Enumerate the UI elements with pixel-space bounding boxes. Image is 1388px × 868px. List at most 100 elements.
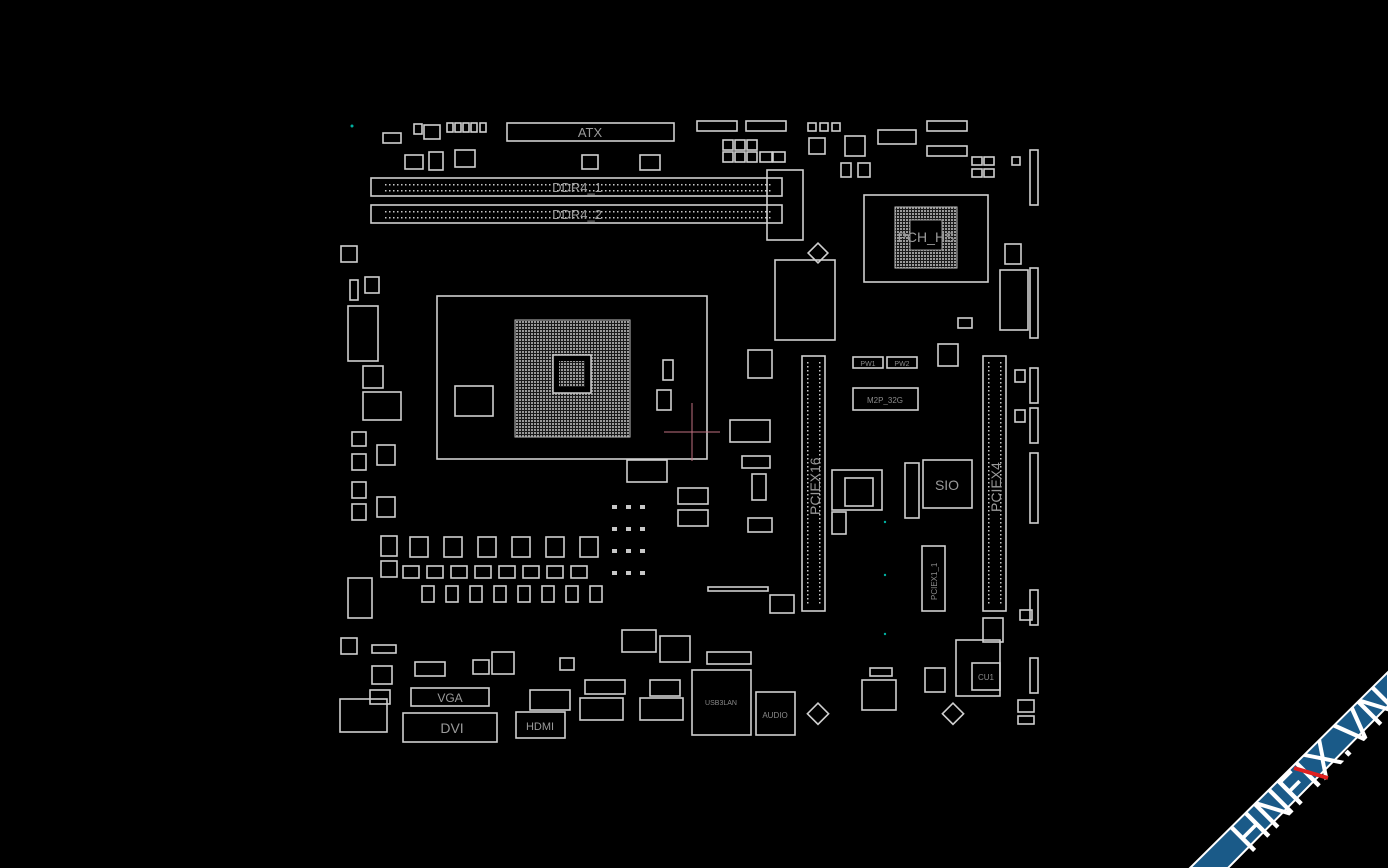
usb-connector-2[interactable] xyxy=(639,697,684,721)
component xyxy=(988,586,990,588)
usb-lan-connector[interactable] xyxy=(691,669,752,736)
component xyxy=(1000,466,1002,468)
component xyxy=(737,190,739,192)
component xyxy=(807,406,809,408)
component xyxy=(489,184,491,186)
component xyxy=(988,414,990,416)
pw1-connector[interactable] xyxy=(852,356,884,369)
component xyxy=(565,184,567,186)
pciex1-slot[interactable] xyxy=(921,545,946,612)
component xyxy=(1000,578,1002,580)
component xyxy=(405,217,407,219)
component xyxy=(1000,446,1002,448)
component xyxy=(819,458,821,460)
cu1-chip[interactable] xyxy=(971,662,1001,691)
component xyxy=(351,431,367,447)
component xyxy=(417,217,419,219)
component xyxy=(605,217,607,219)
ddr4-1-slot[interactable] xyxy=(370,177,783,197)
component xyxy=(725,184,727,186)
component xyxy=(441,211,443,213)
component xyxy=(559,657,575,671)
component xyxy=(505,184,507,186)
usb-connector-1[interactable] xyxy=(579,697,624,721)
component xyxy=(649,217,651,219)
atx-connector[interactable] xyxy=(506,122,675,142)
component xyxy=(417,211,419,213)
component xyxy=(807,522,809,524)
component xyxy=(1000,374,1002,376)
component xyxy=(511,536,531,558)
component xyxy=(449,184,451,186)
component xyxy=(807,490,809,492)
component xyxy=(593,184,595,186)
sio-chip[interactable] xyxy=(922,459,973,509)
component xyxy=(741,190,743,192)
ddr4-2-slot[interactable] xyxy=(370,204,783,224)
hdmi-connector[interactable] xyxy=(515,711,566,739)
component xyxy=(445,211,447,213)
component xyxy=(441,184,443,186)
m2-slot[interactable] xyxy=(852,387,919,411)
component xyxy=(625,190,627,192)
component xyxy=(741,211,743,213)
component xyxy=(385,211,387,213)
component xyxy=(633,217,635,219)
component xyxy=(593,190,595,192)
component xyxy=(701,211,703,213)
component xyxy=(807,538,809,540)
component xyxy=(861,679,897,711)
component xyxy=(461,190,463,192)
component xyxy=(417,190,419,192)
component xyxy=(819,534,821,536)
component xyxy=(441,217,443,219)
component xyxy=(807,566,809,568)
cpu-socket[interactable] xyxy=(436,295,708,460)
component xyxy=(609,217,611,219)
component xyxy=(937,343,959,367)
component xyxy=(549,190,551,192)
component xyxy=(669,211,671,213)
dvi-connector[interactable] xyxy=(402,712,498,743)
component xyxy=(721,217,723,219)
component xyxy=(428,151,444,171)
component xyxy=(1000,566,1002,568)
component xyxy=(807,390,809,392)
hnfix-watermark: HNFIX.VN xyxy=(1188,670,1388,868)
component xyxy=(741,455,771,469)
dvi-label: DVI xyxy=(440,720,463,736)
component xyxy=(1000,546,1002,548)
pciex4-slot[interactable] xyxy=(982,355,1007,612)
component xyxy=(593,211,595,213)
component xyxy=(501,211,503,213)
component xyxy=(465,211,467,213)
component xyxy=(807,434,809,436)
component xyxy=(605,184,607,186)
pw2-connector[interactable] xyxy=(886,356,918,369)
component xyxy=(340,245,358,263)
component xyxy=(926,120,968,132)
component xyxy=(477,217,479,219)
component xyxy=(819,582,821,584)
component xyxy=(597,211,599,213)
vga-connector[interactable] xyxy=(410,687,490,707)
component xyxy=(649,190,651,192)
component xyxy=(489,217,491,219)
component xyxy=(639,154,661,171)
component xyxy=(577,190,579,192)
component xyxy=(673,217,675,219)
component xyxy=(807,550,809,552)
component xyxy=(589,211,591,213)
component xyxy=(1011,156,1021,166)
ps2-connector[interactable] xyxy=(339,698,388,733)
component xyxy=(1000,514,1002,516)
component xyxy=(1000,494,1002,496)
component xyxy=(819,454,821,456)
component xyxy=(722,139,734,151)
pch-outline[interactable] xyxy=(863,194,989,283)
pciex16-slot[interactable] xyxy=(801,355,826,612)
audio-connector[interactable] xyxy=(755,691,796,736)
component xyxy=(877,129,917,145)
component xyxy=(689,211,691,213)
